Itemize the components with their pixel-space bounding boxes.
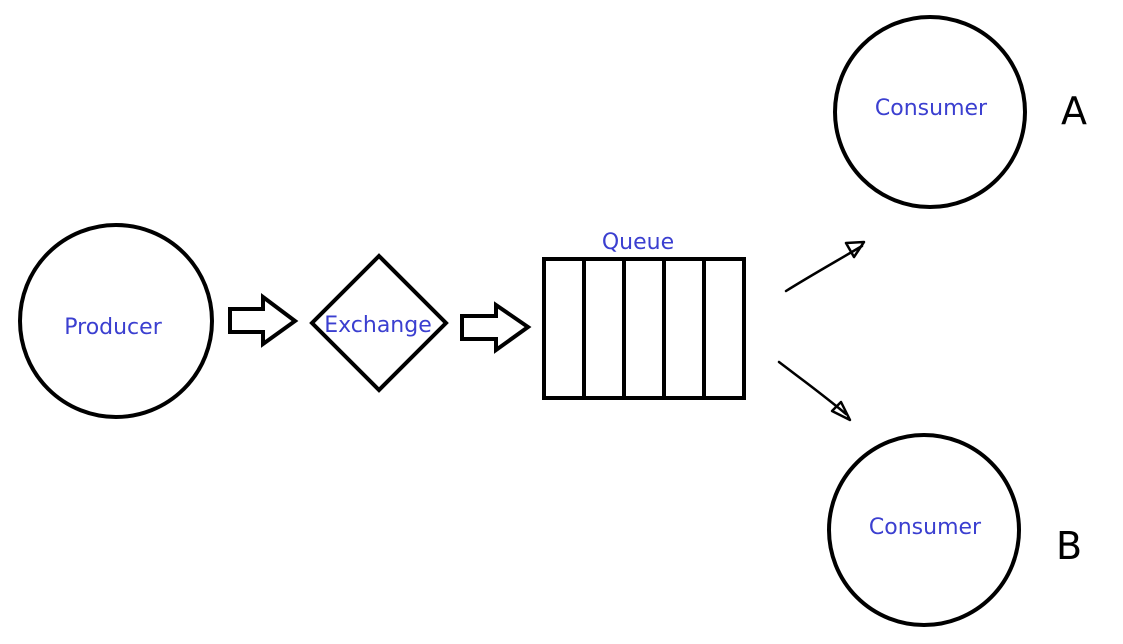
exchange-diamond [309,253,449,393]
consumer-b-node: Consumer B [827,433,1082,627]
queue-slot-divider [662,259,666,398]
producer-circle [18,223,214,419]
consumer-a-tag: A [1061,89,1087,133]
consumer-a-node: Consumer A [833,15,1087,209]
queue-label: Queue [602,230,674,255]
queue-to-consumer-b-arrow [777,360,852,422]
queue-slot-divider [582,259,586,398]
consumer-b-tag: B [1056,524,1082,568]
queue-slot-divider [702,259,706,398]
producer-node: Producer [18,223,214,419]
consumer-a-circle [833,15,1027,209]
queue-to-consumer-a-arrow [784,240,866,293]
exchange-label: Exchange [324,313,432,338]
consumer-a-label: Consumer [875,96,988,121]
queue-node: Queue [542,230,746,400]
exchange-to-queue-arrow [460,301,532,354]
queue-slot-divider [622,259,626,398]
producer-to-exchange-arrow [228,293,299,348]
consumer-b-circle [827,433,1021,627]
consumer-b-label: Consumer [869,515,982,540]
queue-slots [582,259,706,398]
exchange-node: Exchange [309,253,449,393]
queue-outline [542,257,746,400]
producer-label: Producer [64,315,162,340]
